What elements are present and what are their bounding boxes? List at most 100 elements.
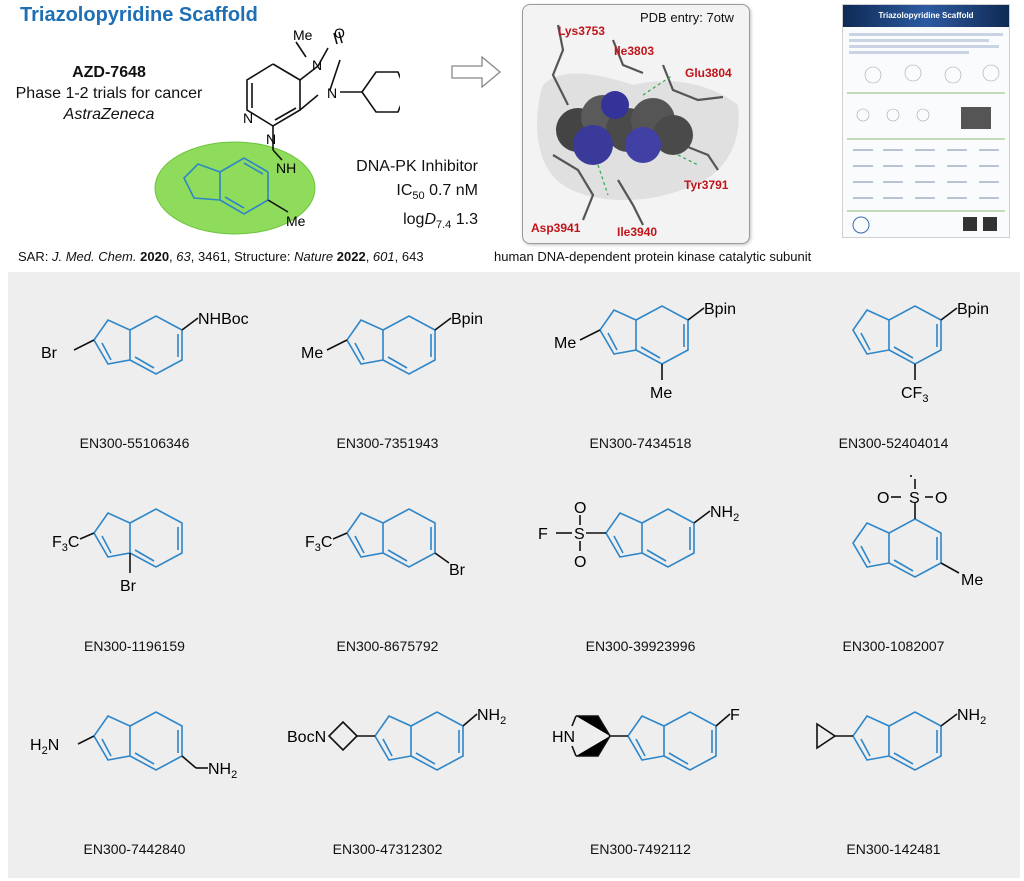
compound-structure: F3C Br (52, 508, 183, 595)
compound-code: EN300-55106346 (79, 435, 190, 451)
svg-text:N: N (312, 57, 322, 73)
binding-site-panel (522, 4, 750, 244)
page-title: Triazolopyridine Scaffold (20, 4, 258, 26)
svg-text:O: O (334, 28, 345, 41)
svg-text:F3C: F3C (305, 534, 332, 554)
compound-code: EN300-1196159 (84, 638, 185, 654)
svg-text:NHBoc: NHBoc (198, 311, 249, 328)
drug-info: AZD-7648 Phase 1-2 trials for cancer Ast… (0, 62, 218, 125)
residue-label: Ile3803 (614, 44, 655, 58)
compound-code: EN300-7492112 (590, 841, 691, 857)
me-label-ring: Me (286, 213, 306, 229)
svg-text:Me: Me (554, 335, 576, 352)
svg-text:Br: Br (41, 345, 58, 362)
compound-structure: Me Bpin Me (554, 301, 736, 402)
svg-text:N: N (243, 110, 253, 126)
compound-code: EN300-47312302 (332, 841, 443, 857)
svg-text:H2N: H2N (30, 737, 59, 757)
residue-label: Tyr3791 (684, 178, 729, 192)
svg-text:Bpin: Bpin (704, 301, 736, 318)
svg-text:BocN: BocN (287, 729, 326, 746)
compound-structure: HN F (552, 707, 740, 771)
sar-reference: SAR: J. Med. Chem. 2020, 63, 3461, Struc… (18, 249, 424, 264)
compound-card[interactable]: Me Bpin EN300-7351943 (261, 272, 514, 472)
svg-text:NH2: NH2 (477, 707, 506, 727)
svg-text:CF3: CF3 (901, 385, 928, 405)
compound-structure: Br NHBoc (41, 311, 249, 375)
svg-text:N: N (266, 131, 276, 147)
svg-text:Bpin: Bpin (957, 301, 989, 318)
compound-card[interactable]: Br NHBoc EN300-55106346 (8, 272, 261, 472)
compound-card[interactable]: F3C Br EN300-8675792 (261, 475, 514, 675)
svg-text:O: O (877, 490, 889, 507)
compound-code: EN300-7442840 (83, 841, 186, 857)
drug-phase: Phase 1-2 trials for cancer (15, 85, 203, 102)
drug-properties: DNA-PK Inhibitor IC50 0.7 nM logD7.4 1.3 (338, 155, 478, 237)
svg-text:NH2: NH2 (710, 504, 739, 524)
logd-line: logD7.4 1.3 (403, 211, 478, 232)
compound-code: EN300-39923996 (585, 638, 696, 654)
compound-code: EN300-142481 (846, 841, 941, 857)
svg-text:NH2: NH2 (208, 761, 237, 781)
residue-label: Lys3753 (558, 24, 605, 38)
residue-label: Asp3941 (531, 221, 581, 235)
binding-site-caption: human DNA-dependent protein kinase catal… (494, 249, 812, 264)
svg-text:Br: Br (120, 578, 137, 595)
azd7648-structure: Me N O N O N N NH Me (154, 28, 400, 235)
me-label-top: Me (293, 28, 313, 43)
svg-text:O: O (574, 554, 586, 571)
compound-grid: Br NHBoc EN300-55106346 Me Bpin EN300-73… (8, 272, 1020, 878)
svg-text:NH2: NH2 (957, 707, 986, 727)
compound-card[interactable]: NH2 EN300-142481 (767, 678, 1020, 878)
svg-text:F: F (730, 707, 740, 724)
hollow-arrow-icon (451, 55, 502, 89)
compound-card[interactable]: H2N NH2 EN300-7442840 (8, 678, 261, 878)
poster-title: Triazolopyridine Scaffold (843, 5, 1009, 27)
svg-text:HN: HN (552, 729, 575, 746)
residue-label: Glu3804 (685, 66, 732, 80)
compound-structure: NH2 (816, 707, 986, 771)
compound-card[interactable]: F S O O NH2 EN300-39923996 (514, 475, 767, 675)
compound-structure: H2N NH2 (30, 711, 237, 781)
svg-text:N: N (327, 85, 337, 101)
svg-text:O: O (574, 500, 586, 517)
poster-body (847, 33, 1005, 234)
compound-card[interactable]: Bpin CF3 EN300-52404014 (767, 272, 1020, 472)
ic50-line: IC50 0.7 nM (396, 182, 478, 203)
protein-surface-render (537, 24, 739, 226)
compound-card[interactable]: F3C Br EN300-1196159 (8, 475, 261, 675)
svg-text:Br: Br (449, 562, 466, 579)
compound-code: EN300-1082007 (842, 638, 945, 654)
svg-text:Me: Me (650, 385, 672, 402)
compound-card[interactable]: BocN NH2 EN300-47312302 (261, 678, 514, 878)
scaffold-highlight (154, 141, 316, 235)
compound-code: EN300-52404014 (838, 435, 949, 451)
compound-structure: Me Bpin (301, 311, 483, 375)
compound-structure: F S O O Me (852, 475, 983, 589)
target-label: DNA-PK Inhibitor (356, 158, 478, 175)
svg-text:S: S (574, 526, 585, 543)
nh-label: NH (276, 160, 296, 176)
compound-code: EN300-8675792 (336, 638, 439, 654)
pdb-entry: PDB entry: 7otw (640, 10, 734, 25)
svg-text:Me: Me (301, 345, 323, 362)
compound-card[interactable]: HN F EN300-7492112 (514, 678, 767, 878)
compound-card[interactable]: F S O O Me EN300-1082007 (767, 475, 1020, 675)
svg-text:O: O (935, 490, 947, 507)
drug-name: AZD-7648 (72, 64, 146, 81)
compound-structure: Bpin CF3 (852, 301, 989, 405)
drug-company: AstraZeneca (63, 106, 155, 123)
svg-text:F: F (538, 526, 548, 543)
svg-text:Me: Me (961, 572, 983, 589)
compound-structure: F S O O NH2 (538, 500, 739, 571)
compound-structure: BocN NH2 (287, 707, 506, 771)
compound-structure: F3C Br (305, 508, 466, 579)
svg-text:F3C: F3C (52, 534, 79, 554)
svg-text:F: F (909, 475, 919, 481)
compound-code: EN300-7351943 (336, 435, 439, 451)
svg-text:S: S (909, 490, 920, 507)
poster-thumbnail[interactable]: Triazolopyridine Scaffold (842, 4, 1010, 238)
compound-card[interactable]: Me Bpin Me EN300-7434518 (514, 272, 767, 472)
residue-label: Ile3940 (617, 225, 658, 239)
compound-code: EN300-7434518 (589, 435, 692, 451)
